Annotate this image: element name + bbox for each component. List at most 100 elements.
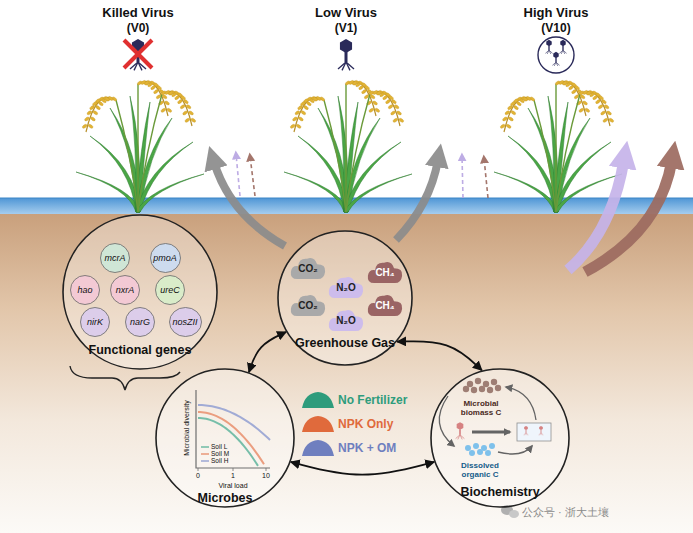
circle-title: Functional genes [62,342,218,358]
phage-head [560,40,565,46]
phage-tail [345,52,348,62]
phage-leg [138,62,142,70]
gas-formula: N₂O [336,282,355,293]
circle-outline [431,369,569,507]
bubble-outline [126,308,155,337]
phage-leg [539,433,541,435]
phage-leg [561,50,563,54]
rice-grain [374,108,380,113]
chart-label: 0 [196,472,200,480]
soil-mound [302,392,334,408]
rice-grain [190,118,196,123]
rice-grain [394,104,400,109]
chart-label: Microbial diversity [183,400,191,456]
rice-grain [296,124,302,129]
circle-title: Microbes [155,490,295,506]
node-outline [155,275,185,305]
panicle-axis [504,97,534,132]
phage-leg [549,50,551,54]
phage-leg [563,50,567,53]
rice-grain [150,85,156,90]
axis-tick [266,468,267,471]
rice-grain [90,116,96,121]
rice-leaf [76,172,140,212]
topic-circle: Greenhouse GasCO₂CO₂N₂ON₂OCH₄CH₄ [277,230,413,366]
chart-key-line [201,446,209,448]
rice-grain [502,116,508,121]
phage-leg [559,50,563,53]
phage-leg [524,433,526,435]
biomass-dot [483,381,489,387]
cycle-arrow [498,446,532,454]
chart-key-line [201,453,209,455]
rice-grain [300,110,306,115]
gene-name: nosZII [172,317,197,327]
gas-flux-arrow [396,160,438,240]
rice-grain [508,116,514,121]
biomass-dot [487,387,493,393]
chat-bubble [509,510,519,518]
rice-grain [95,105,101,110]
rice-grain [84,116,90,121]
phage-leg [525,433,526,436]
gas-cloud: N₂O [328,308,364,332]
gene-bubble: pmoA [150,243,181,273]
gene-name: hao [77,285,92,295]
node-outline [328,275,364,299]
node-outline [290,293,326,317]
rice-grain [595,99,601,104]
gene-name: narG [130,317,150,327]
node-outline [100,243,130,273]
phage-leg [460,435,464,439]
gas-flux-arrow [462,156,463,198]
rice-grain [177,99,183,104]
rice-grain [166,108,172,113]
rice-leaf [344,174,412,212]
gas-flux-arrow [214,162,285,246]
circle-outline [278,231,412,365]
legend-text: NPK Only [338,416,393,432]
phage-leg [549,50,553,53]
phage-head [524,426,528,430]
phage-leg [547,50,549,54]
doc-dot [469,450,475,456]
panicle-axis [294,97,324,132]
gene-bubble: narG [125,307,155,337]
rice-stem [137,84,138,212]
gene-name: nirK [87,317,103,327]
gas-formula: CO₂ [298,263,317,274]
doc-dot [485,450,491,456]
phage-head [457,422,464,430]
gene-bubble: nirK [80,307,110,337]
cloud-outline [368,295,402,316]
biomass-dot [495,385,501,391]
gas-flux-arrow [236,154,240,196]
gas-formula: CH₄ [375,300,394,311]
rice-grain [361,89,367,94]
cloud-outline [368,262,402,283]
cycle-arrow [506,387,536,420]
biomass-dot [491,379,497,385]
soil-mound [302,416,334,432]
chart-key-line [201,460,209,462]
rice-grain [160,108,166,113]
soil-letter: L [315,398,321,408]
rice-grain [392,118,398,123]
axis-tick [198,468,199,471]
soil-mound [302,440,334,456]
bubble-outline [71,276,100,305]
doc-dot [465,445,471,451]
topic-circle: Microbes [155,368,295,508]
diversity-curve [198,418,258,466]
chart-label: 10 [262,472,270,480]
gene-bubble: nxrA [110,275,140,305]
node-outline [62,214,218,370]
phage-leg [563,50,565,54]
gene-name: mcrA [105,253,126,263]
rice-stem [345,84,346,212]
carbon-cycle [439,378,551,456]
rice-grain [388,104,394,109]
axis-tick [233,468,234,471]
